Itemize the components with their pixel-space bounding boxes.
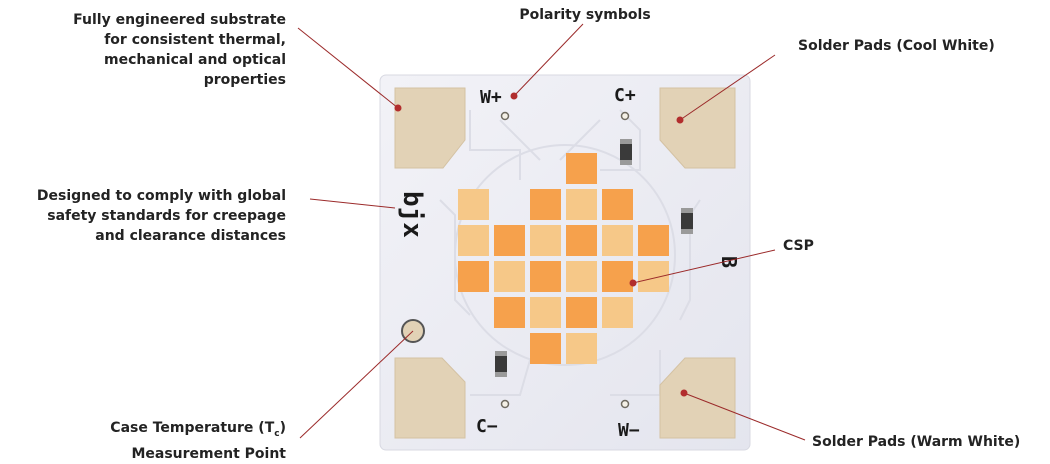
- resistors: [495, 139, 693, 377]
- csp-led-cool: [566, 261, 597, 292]
- leader-safety: [309, 198, 396, 209]
- pad-top-right: [659, 87, 736, 169]
- callout-safety-line-2: safety standards for creepage: [47, 208, 286, 224]
- callout-case-temp-line-1: Case Temperature (Tc): [110, 420, 286, 439]
- callout-case-temp: Case Temperature (Tc) Measurement Point: [110, 418, 286, 464]
- csp-led-warm: [530, 189, 561, 220]
- leader-polarity: [513, 23, 584, 97]
- callout-warm-pads: Solder Pads (Warm White): [812, 434, 1021, 450]
- csp-led-warm: [638, 225, 669, 256]
- csp-led-warm: [458, 261, 489, 292]
- pad-top-left: [394, 87, 466, 169]
- substrate-board: [379, 74, 751, 451]
- component-mark: B: [717, 256, 741, 268]
- csp-led-warm: [566, 225, 597, 256]
- callout-safety-line-3: and clearance distances: [95, 228, 286, 244]
- callout-polarity: Polarity symbols: [519, 7, 651, 23]
- callout-csp: CSP: [783, 238, 814, 254]
- csp-led-cool: [602, 225, 633, 256]
- leader-dots: [394, 92, 688, 397]
- csp-led-cool: [566, 189, 597, 220]
- leader-case-temp: [299, 330, 414, 439]
- csp-led-cool: [530, 297, 561, 328]
- callout-substrate: Fully engineered substrate for consisten…: [73, 10, 286, 90]
- via-holes: [500, 111, 630, 409]
- callout-cool-pads: Solder Pads (Cool White): [798, 38, 995, 54]
- resistor-right: [681, 208, 693, 234]
- csp-led-warm: [494, 297, 525, 328]
- leader-csp: [632, 249, 776, 284]
- csp-led-warm: [602, 189, 633, 220]
- csp-led-warm: [494, 225, 525, 256]
- csp-led-warm: [566, 297, 597, 328]
- polarity-c-plus: C+: [614, 85, 636, 106]
- callout-substrate-line-1: Fully engineered substrate: [73, 12, 286, 28]
- csp-led-cool: [602, 297, 633, 328]
- callout-substrate-line-3: mechanical and optical: [104, 52, 286, 68]
- resistor-bottom: [495, 351, 507, 377]
- polarity-w-plus: W+: [480, 87, 502, 108]
- csp-led-warm: [530, 333, 561, 364]
- csp-led-cool: [566, 333, 597, 364]
- leader-lines: [297, 23, 806, 441]
- callout-safety-line-1: Designed to comply with global: [36, 188, 286, 204]
- csp-led-warm: [530, 261, 561, 292]
- csp-led-cool: [458, 225, 489, 256]
- csp-led-cool: [530, 225, 561, 256]
- bjx-logo: bjx: [397, 191, 427, 238]
- leader-warm-pads: [683, 392, 806, 441]
- callout-substrate-line-4: properties: [203, 72, 286, 88]
- callout-substrate-line-2: for consistent thermal,: [104, 32, 286, 48]
- polarity-w-minus: W−: [618, 420, 640, 441]
- circuit-traces: [439, 109, 701, 396]
- csp-led-array: [458, 153, 669, 364]
- csp-led-warm: [566, 153, 597, 184]
- polarity-c-minus: C−: [476, 416, 498, 437]
- leader-substrate: [297, 27, 399, 109]
- pad-bottom-left: [394, 357, 466, 439]
- csp-led-cool: [494, 261, 525, 292]
- callout-case-temp-line-2: Measurement Point: [131, 445, 286, 462]
- callout-safety: Designed to comply with global safety st…: [37, 186, 286, 246]
- csp-led-cool: [458, 189, 489, 220]
- resistor-top: [620, 139, 632, 165]
- csp-led-cool: [638, 261, 669, 292]
- leader-cool-pads: [679, 54, 776, 121]
- csp-led-warm: [602, 261, 633, 292]
